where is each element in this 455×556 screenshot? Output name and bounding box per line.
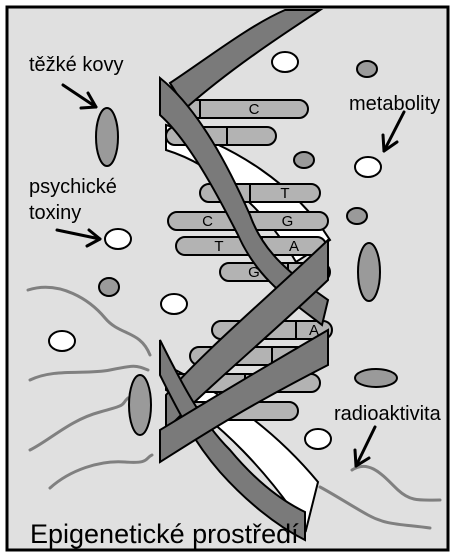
grey-particle (357, 61, 377, 77)
label-psychic-toxins-line2: toxiny (29, 202, 81, 224)
base-letter-left: C (202, 213, 213, 230)
grey-particle (99, 278, 119, 296)
caption: Epigenetické prostředí (30, 519, 299, 549)
base-letter-right: G (282, 213, 294, 230)
label-radioactivity: radioaktivita (334, 403, 442, 425)
grey-particle (358, 243, 380, 301)
white-particle (105, 229, 131, 249)
white-particle (161, 294, 187, 314)
grey-particle (294, 152, 314, 168)
white-particle (355, 157, 381, 177)
white-particle (49, 331, 75, 351)
label-heavy-metals: těžké kovy (29, 54, 123, 76)
base-letter-left: T (214, 238, 223, 255)
label-psychic-toxins-line1: psychické (29, 176, 117, 198)
base-letter-right: T (280, 185, 289, 202)
label-metabolites: metabolity (349, 93, 440, 115)
white-particle (305, 429, 331, 449)
grey-particle (129, 375, 151, 435)
white-particle (272, 52, 298, 72)
grey-particle (96, 108, 118, 166)
grey-particle (347, 208, 367, 224)
base-letter-right: C (249, 101, 260, 118)
base-letter-right: A (289, 238, 299, 255)
grey-particle (355, 369, 397, 387)
